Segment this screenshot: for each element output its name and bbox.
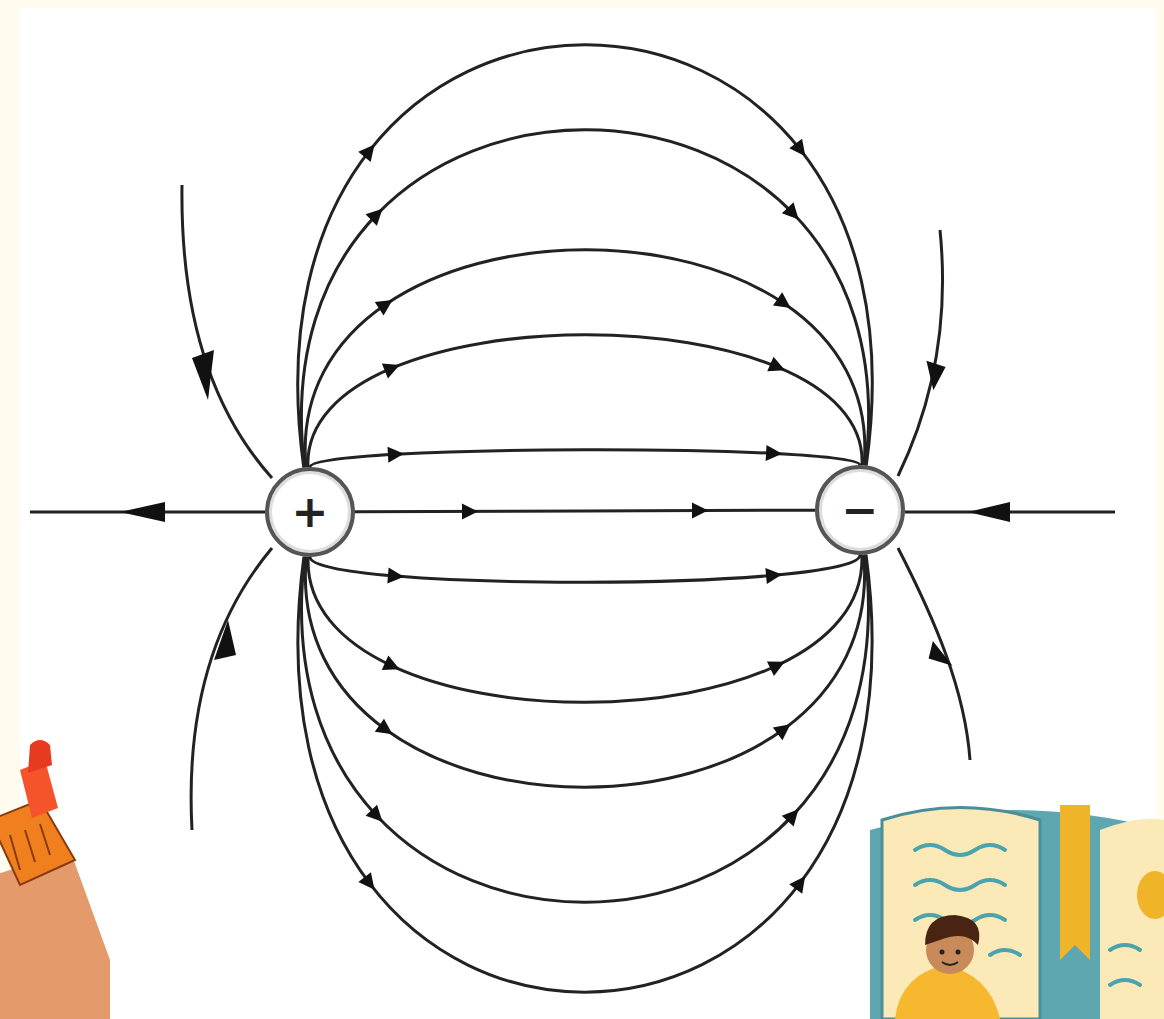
arrowhead — [923, 637, 952, 672]
arrowhead — [782, 202, 799, 219]
field-line — [305, 250, 865, 467]
field-line — [305, 555, 864, 787]
glue-bottle — [0, 740, 110, 1019]
field-line — [308, 335, 862, 467]
arrowhead — [968, 502, 1010, 522]
arrowhead — [214, 620, 236, 660]
arrowhead — [375, 719, 393, 735]
arrowhead — [789, 139, 805, 157]
arrowhead — [462, 504, 478, 520]
arrowhead — [767, 357, 785, 372]
field-line — [298, 555, 872, 993]
field-line — [191, 548, 272, 830]
field-line — [898, 548, 970, 760]
arrowhead — [120, 502, 165, 522]
field-line — [308, 555, 862, 702]
arrowhead — [773, 292, 791, 308]
arrowhead — [767, 662, 785, 676]
charge-circle: + — [265, 467, 355, 557]
field-line — [355, 510, 815, 512]
field-line — [182, 185, 272, 478]
arrowhead — [375, 300, 393, 315]
charge-sign: + — [292, 490, 329, 534]
arrowhead — [382, 656, 400, 671]
arrowhead — [387, 567, 404, 583]
arrowhead — [692, 502, 708, 518]
arrowhead — [366, 209, 383, 226]
arrowhead — [765, 568, 782, 584]
arrowhead — [192, 350, 214, 400]
arrowhead — [388, 447, 404, 463]
field-line — [301, 130, 868, 467]
arrowhead — [358, 144, 374, 161]
field-line — [898, 230, 943, 476]
field-line — [298, 45, 873, 468]
arrowhead — [382, 364, 400, 379]
charge-circle: − — [815, 465, 905, 555]
field-line — [302, 555, 869, 902]
arrowhead — [766, 445, 782, 461]
arrowhead — [789, 876, 805, 894]
arrowhead — [366, 805, 383, 822]
arrowhead — [782, 809, 799, 826]
charge-sign: − — [842, 488, 879, 532]
book-illustration — [870, 805, 1164, 1019]
arrowhead — [773, 724, 791, 740]
arrowhead — [922, 361, 947, 392]
arrowhead — [358, 872, 374, 890]
